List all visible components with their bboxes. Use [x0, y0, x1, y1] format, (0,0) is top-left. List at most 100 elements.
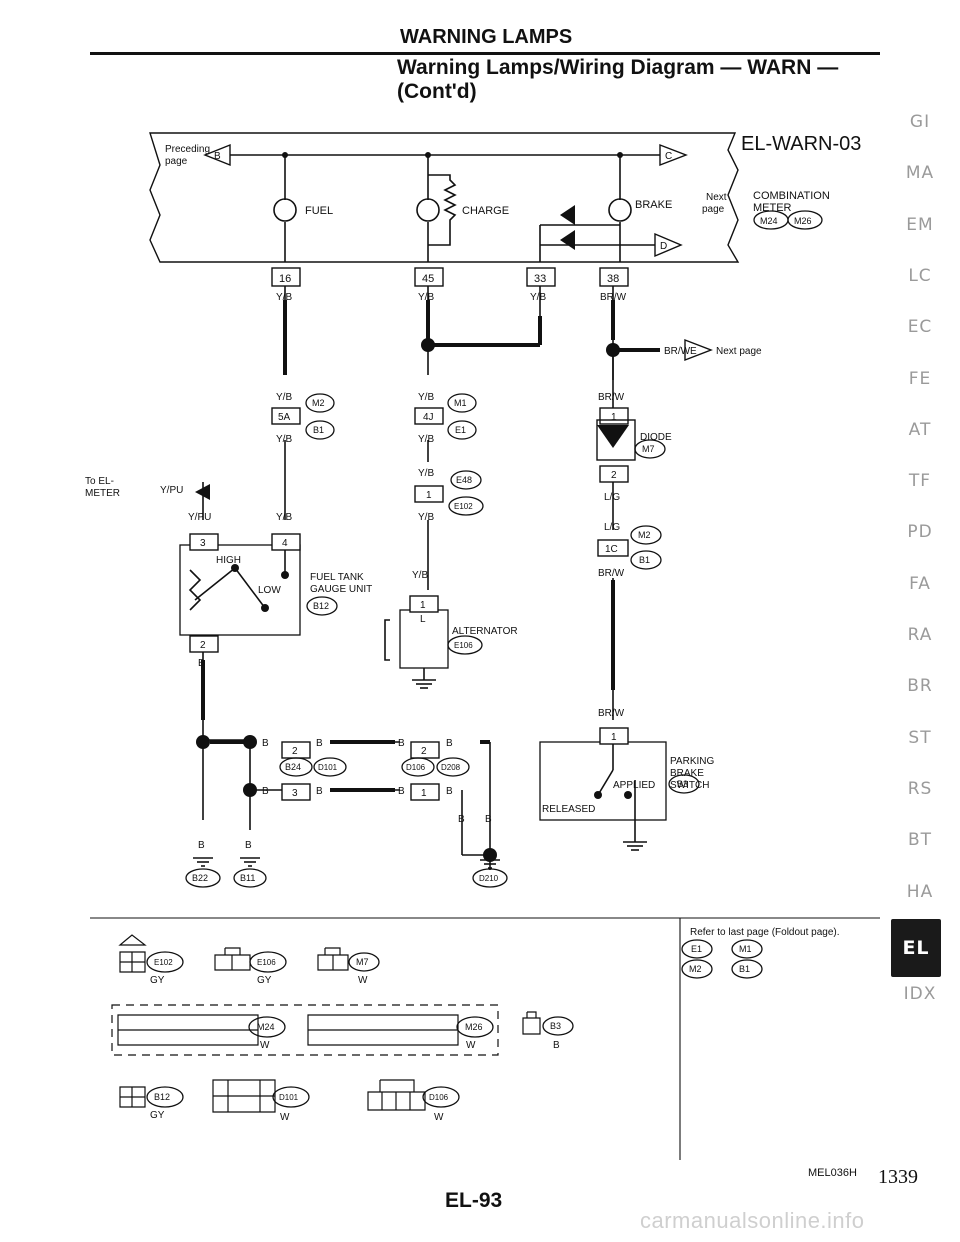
wire-yb-2: Y/B: [418, 292, 434, 303]
conn-b12-label: B12: [313, 601, 329, 611]
charge-lamp-label: CHARGE: [462, 205, 509, 217]
alternator-label: ALTERNATOR: [452, 626, 518, 637]
meter-pin-45: 45: [422, 273, 434, 285]
next-page-label: Next: [706, 192, 727, 203]
wire-yb-9: Y/B: [418, 512, 434, 523]
combination-meter-label-2: METER: [753, 202, 792, 214]
wire-b-10: B: [458, 814, 465, 825]
section-tab-el[interactable]: EL: [891, 918, 941, 977]
legend-gy-2: GY: [257, 975, 272, 986]
conn-m2-label: M2: [312, 398, 325, 408]
wire-b-8: B: [398, 786, 405, 797]
legend-m26: M26: [465, 1022, 483, 1032]
section-tab-ec[interactable]: EC: [907, 317, 933, 338]
pin-2-b: 2: [200, 640, 206, 651]
conn-d208-label: D208: [441, 763, 461, 772]
diode-label: DIODE: [640, 432, 672, 443]
pin-2-d: 2: [421, 746, 427, 757]
wire-b-7: B: [316, 786, 323, 797]
pin-3-a: 3: [200, 538, 206, 549]
wire-brw-2: BR/W: [664, 346, 691, 357]
conn-b3-label: B3: [677, 779, 688, 789]
parking-brake-label-3: SWITCH: [670, 780, 709, 791]
diagram-code: EL-WARN-03: [741, 133, 861, 155]
wire-brw-1: BR/W: [600, 292, 627, 303]
wire-lg-2: L/G: [604, 522, 620, 533]
wire-yb-8: Y/B: [418, 468, 434, 479]
wire-brw-4: BR/W: [598, 568, 625, 579]
connector-d-label: D: [660, 241, 667, 252]
legend-e106: E106: [257, 958, 276, 967]
section-tab-em[interactable]: EM: [906, 214, 934, 235]
to-el-meter-label-2: METER: [85, 488, 120, 499]
conn-e1-label: E1: [455, 425, 466, 435]
preceding-page-label: Preceding: [165, 144, 210, 155]
section-tab-ra[interactable]: RA: [907, 625, 933, 645]
legend-e102: E102: [154, 958, 173, 967]
section-tab-lc[interactable]: LC: [908, 265, 932, 286]
wire-yb-6: Y/B: [418, 392, 434, 403]
connector-b-label: B: [214, 151, 221, 162]
figure-id: MEL036H: [808, 1167, 857, 1179]
legend-gy-3: GY: [150, 1110, 165, 1121]
legend-gy-1: GY: [150, 975, 165, 986]
wire-b-5: B: [446, 738, 453, 749]
legend-m24: M24: [257, 1022, 275, 1032]
legend-b12: B12: [154, 1092, 170, 1102]
page-number: EL-93: [445, 1189, 503, 1212]
section-tab-ma[interactable]: MA: [905, 163, 935, 184]
legend-w-5: W: [434, 1112, 444, 1123]
refer-b1: B1: [739, 964, 750, 974]
section-tab-fe[interactable]: FE: [908, 368, 932, 389]
conn-e48-label: E48: [456, 475, 472, 485]
to-el-meter-label: To EL-: [85, 476, 114, 487]
conn-b22-label: B22: [192, 873, 208, 883]
legend-d101: D101: [279, 1093, 299, 1102]
section-tab-at[interactable]: AT: [908, 419, 932, 440]
section-tab-br[interactable]: BR: [907, 676, 933, 697]
section-tab-ha[interactable]: HA: [906, 881, 934, 902]
wire-yb-5: Y/B: [276, 434, 292, 445]
wire-b-9: B: [446, 786, 453, 797]
fuel-tank-label-2: GAUGE UNIT: [310, 584, 372, 595]
pin-1-c: 1: [420, 600, 426, 611]
pin-1c: 1C: [605, 544, 618, 555]
pin-1-d: 1: [611, 732, 617, 743]
meter-pin-16: 16: [279, 273, 291, 285]
section-tab-st[interactable]: ST: [908, 727, 932, 748]
legend-w-1: W: [358, 975, 368, 986]
conn-m1-label: M1: [454, 398, 467, 408]
pin-4-a: 4: [282, 538, 288, 549]
conn-d101-label: D101: [318, 763, 338, 772]
connector-c-label: C: [665, 151, 672, 162]
page-title-cont: (Cont'd): [397, 80, 477, 103]
section-tab-pd[interactable]: PD: [907, 522, 933, 543]
legend-m7: M7: [356, 957, 369, 967]
conn-b24-label: B24: [285, 762, 301, 772]
section-tab-bt[interactable]: BT: [907, 830, 933, 851]
section-tab-gi[interactable]: GI: [909, 112, 931, 132]
section-tab-tf[interactable]: TF: [908, 471, 932, 492]
wire-b-1: B: [198, 658, 205, 669]
pin-2-c: 2: [292, 746, 298, 757]
section-tab-idx[interactable]: IDX: [903, 984, 937, 1005]
parking-brake-label: PARKING: [670, 756, 714, 767]
pin-2-a: 2: [611, 470, 617, 481]
connector-e-label: E: [690, 346, 697, 357]
wire-yb-4: Y/B: [276, 392, 292, 403]
wire-yb-3: Y/B: [530, 292, 546, 303]
section-tab-fa[interactable]: FA: [909, 573, 931, 594]
released-label: RELEASED: [542, 804, 595, 815]
section-tab-rs[interactable]: RS: [907, 778, 933, 799]
wire-ypu-1: Y/PU: [160, 485, 183, 496]
wire-b-12: B: [198, 840, 205, 851]
pin-3-b: 3: [292, 788, 298, 799]
legend-w-3: W: [466, 1040, 476, 1051]
gauge-low-label: LOW: [258, 585, 281, 596]
legend-b: B: [553, 1040, 560, 1051]
wire-yb-10: Y/B: [276, 512, 292, 523]
pin-l: L: [420, 614, 426, 625]
pin-1-a: 1: [426, 490, 432, 501]
refer-e1: E1: [691, 944, 702, 954]
